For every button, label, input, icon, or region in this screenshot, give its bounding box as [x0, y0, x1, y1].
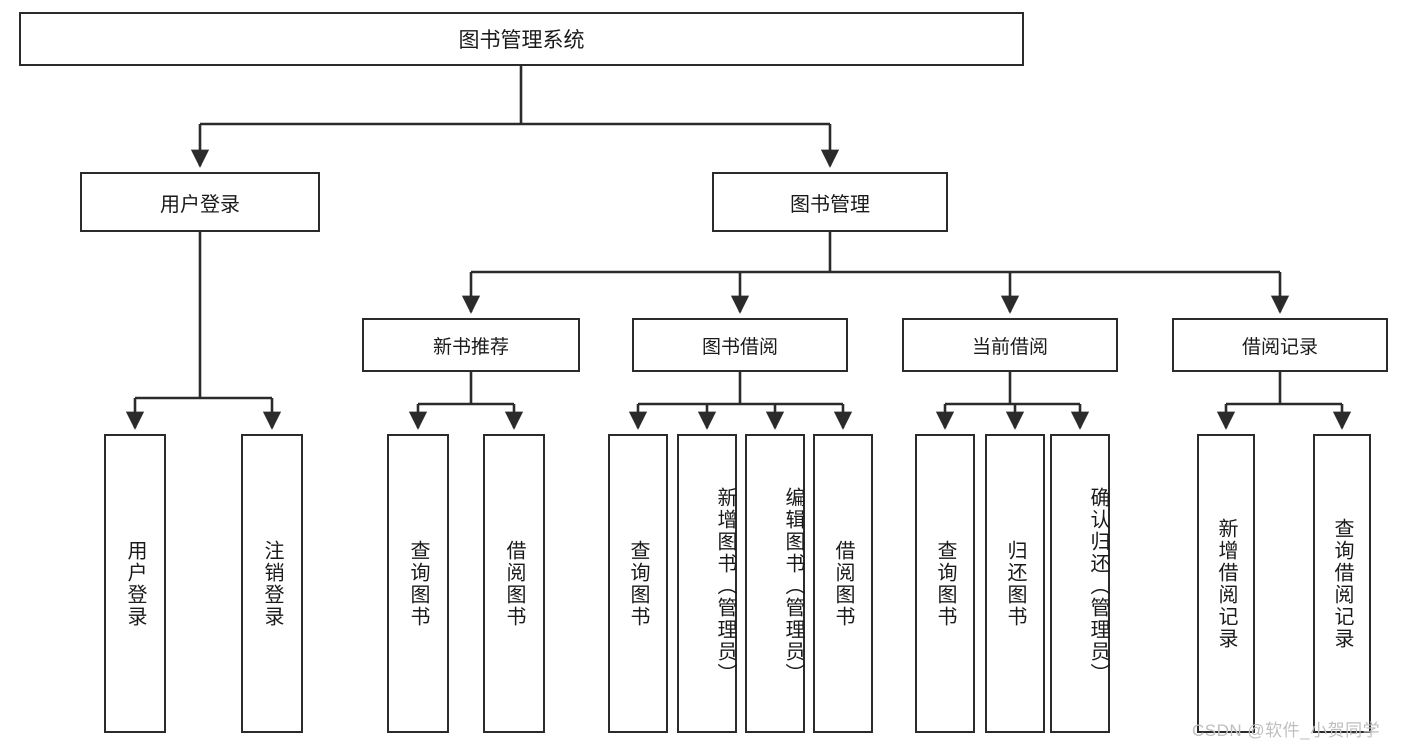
leaf-borrow-books-recommend[interactable]: 借阅图书 — [483, 434, 545, 733]
leaf-user-login[interactable]: 用户登录 — [104, 434, 166, 733]
leaf-query-borrow-record[interactable]: 查询借阅记录 — [1313, 434, 1371, 733]
leaf-borrow-books[interactable]: 借阅图书 — [813, 434, 873, 733]
leaf-return-books[interactable]: 归还图书 — [985, 434, 1045, 733]
leaf-add-book-admin[interactable]: 新增图书（管理员） — [677, 434, 737, 733]
leaf-query-books-recommend[interactable]: 查询图书 — [387, 434, 449, 733]
node-root-system[interactable]: 图书管理系统 — [19, 12, 1024, 66]
leaf-query-books-current[interactable]: 查询图书 — [915, 434, 975, 733]
leaf-logout[interactable]: 注销登录 — [241, 434, 303, 733]
leaf-query-books-borrow[interactable]: 查询图书 — [608, 434, 668, 733]
node-borrow-records[interactable]: 借阅记录 — [1172, 318, 1388, 372]
node-book-management[interactable]: 图书管理 — [712, 172, 948, 232]
csdn-watermark: CSDN @软件_小贺同学 — [1192, 721, 1381, 740]
leaf-add-borrow-record[interactable]: 新增借阅记录 — [1197, 434, 1255, 733]
node-user-login[interactable]: 用户登录 — [80, 172, 320, 232]
leaf-edit-book-admin[interactable]: 编辑图书（管理员） — [745, 434, 805, 733]
node-current-borrow[interactable]: 当前借阅 — [902, 318, 1118, 372]
node-new-book-recommend[interactable]: 新书推荐 — [362, 318, 580, 372]
leaf-confirm-return-admin[interactable]: 确认归还（管理员） — [1050, 434, 1110, 733]
node-book-borrow[interactable]: 图书借阅 — [632, 318, 848, 372]
